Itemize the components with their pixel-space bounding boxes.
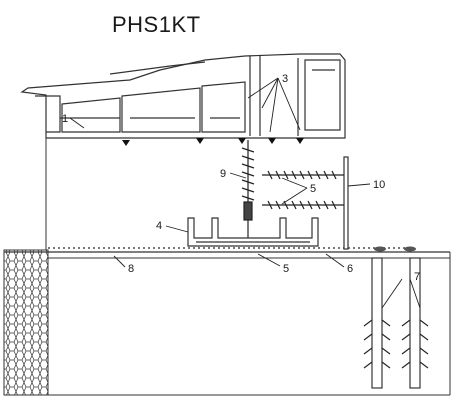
screws-horizontal xyxy=(262,170,344,210)
diagram-title: PHS1KT xyxy=(112,12,201,37)
sealant-bead xyxy=(404,246,416,252)
base-profile xyxy=(187,217,319,247)
callout-1: 1 xyxy=(62,113,68,125)
callout-4: 4 xyxy=(156,220,162,232)
callout-10: 10 xyxy=(373,179,385,191)
callout-8: 8 xyxy=(128,263,134,275)
fixing-markers xyxy=(122,138,304,146)
concrete-wall xyxy=(3,249,49,396)
roof-profile xyxy=(20,53,346,139)
screw-vertical xyxy=(241,140,255,238)
callout-5-base: 5 xyxy=(283,263,289,275)
leader-lines xyxy=(69,77,421,309)
wall-plate xyxy=(343,156,349,250)
callout-5-screws: 5 xyxy=(310,183,316,195)
callout-3: 3 xyxy=(282,73,288,85)
sealant-bead xyxy=(374,246,386,252)
callout-7: 7 xyxy=(414,271,420,283)
callout-6: 6 xyxy=(347,263,353,275)
callout-9: 9 xyxy=(220,168,226,180)
anchors xyxy=(363,257,429,389)
